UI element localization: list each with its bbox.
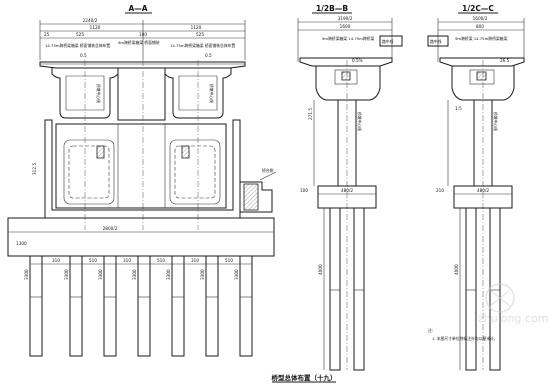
aa-top-overall-dim: 2240/2	[83, 18, 98, 23]
notes-block: 注： 1. 本图尺寸单位除标注外均以厘米计。	[428, 328, 498, 341]
aa-pile-len-5: 3300	[166, 269, 171, 280]
aa-pile-len-2: 3300	[64, 269, 69, 280]
cc-pile-dim: 4000	[454, 264, 459, 275]
aa-pile-spacing-4: 510	[157, 258, 165, 263]
drawing-title: 桥型总体布置（十九）	[272, 373, 337, 382]
view-cc-title: 1/2C—C	[462, 4, 494, 13]
notes-heading: 注：	[428, 328, 436, 333]
cc-slope-label: 1:5	[455, 106, 462, 111]
bb-elev-2: 100	[300, 188, 308, 193]
aa-deck-dim-5: 525	[196, 32, 204, 37]
bb-vertical-label: 桥墩中心线	[357, 112, 362, 131]
aa-pile-len-6: 3300	[200, 269, 205, 280]
bb-pier-dim: 271.5	[308, 108, 313, 120]
aa-pile-spacing-6: 510	[225, 258, 233, 263]
view-aa: A—A 2240/2 1120 1120 25 525 100 525 14.7…	[7, 4, 277, 357]
view-cc: 1/2C—C 1600/2 800 9m跨桥梁 14.75m跨桥梁箱梁 路中线 …	[427, 4, 525, 371]
aa-cap-width-dim: 2800/2	[103, 226, 118, 231]
bb-elev-1: 0.5%	[352, 58, 363, 63]
cc-vertical-label: 桥墩中心线	[493, 112, 498, 131]
notes-item-1: 1. 本图尺寸单位除标注外均以厘米计。	[432, 336, 498, 341]
aa-deck-dim-1: 25	[44, 32, 50, 37]
aa-pile-spacing-1: 310	[52, 258, 60, 263]
view-bb: 1/2B—B 3190/2 1600 9m跨桥梁箱梁 14.75m跨桥梁 路中线…	[297, 4, 403, 371]
aa-cap-side-dim: 1300	[16, 241, 27, 246]
aa-vertical-right-label: 桥墩中心线	[209, 84, 214, 103]
bb-deck-dim: 1600	[340, 24, 351, 29]
aa-pile-spacing-5: 310	[191, 258, 199, 263]
bb-side-label: 路中线	[382, 39, 394, 44]
cc-elev-2: 210	[436, 188, 444, 193]
aa-vertical-left-label: 桥墩中心线	[96, 84, 101, 103]
aa-deck-dim-4: 100	[139, 32, 147, 37]
aa-pile-len-7: 3300	[234, 269, 239, 280]
bb-note: 9m跨桥梁箱梁 14.75m跨桥梁	[322, 36, 374, 41]
aa-deck-dim-3: 525	[76, 32, 84, 37]
cc-note: 9m跨桥梁 14.75m跨桥梁箱梁	[455, 36, 507, 41]
view-aa-title: A—A	[128, 4, 147, 13]
aa-right-note: 14.75m跨桥梁箱梁 桥面铺装总体布置	[170, 43, 235, 48]
aa-top-split-dim-2: 1120	[191, 25, 202, 30]
aa-left-note: 14.75m跨桥梁箱梁 桥面铺装总体布置	[45, 43, 110, 48]
cc-top-dim: 1600/2	[473, 16, 488, 21]
aa-pile-len-4: 3300	[132, 269, 137, 280]
aa-pier-height-dim: 312.5	[32, 163, 37, 175]
cc-cap-dim: 480/2	[477, 188, 489, 193]
aa-pile-spacing-3: 310	[123, 258, 131, 263]
aa-pile-len-3: 3300	[98, 269, 103, 280]
cc-deck-dim: 800	[476, 24, 484, 29]
aa-pile-spacing-2: 510	[89, 258, 97, 263]
cc-elev-1: 26.5	[500, 58, 510, 63]
aa-side-label: 桥台侧	[262, 168, 274, 173]
bb-cap-dim: 480/2	[341, 188, 353, 193]
bb-pile-dim: 4000	[318, 264, 323, 275]
watermark-logo: zhulong.com	[478, 283, 548, 325]
aa-pile-len-1: 3300	[24, 269, 29, 280]
aa-mid-note: 9m跨桥梁箱梁 桥面铺装	[118, 40, 160, 45]
aa-top-split-dim-1: 1120	[90, 25, 101, 30]
aa-slope-label: 0.5	[80, 53, 87, 58]
bb-top-dim: 3190/2	[338, 16, 353, 21]
view-bb-title: 1/2B—B	[316, 4, 348, 13]
cc-side-label: 路中线	[430, 39, 442, 44]
watermark-text: zhulong.com	[478, 312, 548, 325]
aa-slope-label-2: 0.5	[205, 53, 212, 58]
